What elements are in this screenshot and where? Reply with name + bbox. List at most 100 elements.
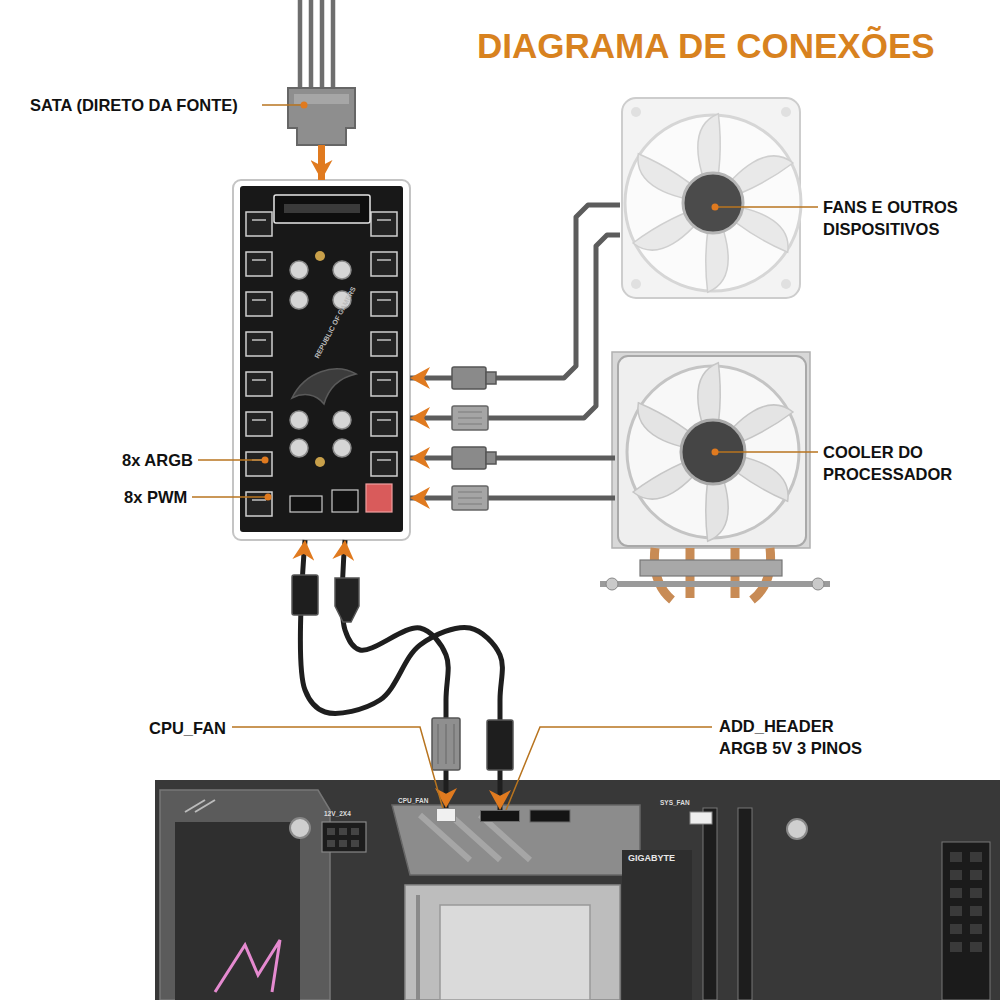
leader-line bbox=[198, 459, 263, 461]
io-cover bbox=[160, 790, 330, 1000]
argb-header: ADD_HEADER ARGB 5V 3 PINOS bbox=[480, 810, 520, 822]
fuse bbox=[315, 251, 325, 261]
leader-dot bbox=[712, 204, 719, 211]
capacitor bbox=[333, 261, 351, 279]
motherboard: GIGABYTE CPU_FAN ADD_HEADER ARGB 5V 3 PINO… bbox=[155, 780, 1000, 1000]
mount-bracket bbox=[600, 581, 830, 587]
callout-label: COOLER DO PROCESSADOR bbox=[823, 441, 975, 485]
callout-label: CPU_FAN bbox=[149, 717, 226, 739]
leader-dot bbox=[301, 102, 308, 109]
heatsink bbox=[612, 352, 810, 548]
capacitor bbox=[290, 261, 308, 279]
fan-screw bbox=[781, 279, 791, 289]
pwm-cable bbox=[410, 235, 620, 418]
motherboard-pcb bbox=[155, 780, 1000, 1000]
capacitor bbox=[333, 439, 351, 457]
fan-hub: 8x ARGB8x PWM bbox=[233, 180, 410, 540]
leader-line bbox=[192, 496, 266, 498]
cooler-base bbox=[640, 560, 782, 576]
leader-line bbox=[232, 727, 445, 816]
power-arrow bbox=[318, 145, 325, 180]
sata-connector: SATA (DIRETO DA FONTE) bbox=[288, 88, 355, 145]
plug-tail bbox=[486, 372, 496, 384]
leader-line bbox=[715, 206, 818, 208]
capacitor bbox=[290, 291, 308, 309]
logo-mark bbox=[185, 800, 215, 812]
mount-hole bbox=[787, 819, 807, 839]
leader-line bbox=[262, 104, 303, 106]
cpu-socket bbox=[405, 885, 620, 1000]
callout-label: 8x ARGB bbox=[122, 449, 193, 471]
pcb-print-area bbox=[622, 850, 692, 1000]
pwm-cable bbox=[410, 495, 615, 500]
input-header bbox=[332, 490, 358, 512]
argb-plug bbox=[452, 367, 486, 389]
leader-line bbox=[715, 451, 818, 453]
plug-ridge bbox=[458, 412, 482, 424]
cpu-cooler: COOLER DO PROCESSADOR bbox=[615, 355, 805, 600]
atx-connector bbox=[942, 842, 990, 1000]
connector-pins bbox=[950, 852, 982, 952]
callout-label: 8x PWM bbox=[124, 486, 187, 508]
argb-plug bbox=[452, 447, 486, 469]
callout-label: FANS E OUTROS DISPOSITIVOS bbox=[823, 196, 975, 240]
fan-blades bbox=[632, 110, 794, 296]
plug-ridge bbox=[438, 724, 454, 764]
pwm-plug bbox=[335, 578, 359, 622]
pwm-plug bbox=[452, 486, 488, 510]
header-pins bbox=[252, 220, 391, 500]
pwm-plug bbox=[452, 406, 488, 430]
cpu-fan-header: CPU_FAN bbox=[436, 808, 456, 822]
hub-frame bbox=[233, 180, 410, 540]
mount-screw bbox=[812, 578, 824, 590]
socket-lever bbox=[416, 895, 420, 1000]
capacitor bbox=[290, 439, 308, 457]
connector-name: 12V_2X4 bbox=[324, 810, 351, 819]
leader-dot bbox=[262, 457, 269, 464]
argb-cable bbox=[410, 455, 615, 460]
connector-name: CPU_FAN bbox=[398, 797, 428, 806]
ram-slot bbox=[738, 808, 752, 1000]
io-cover-panel bbox=[175, 822, 300, 1000]
fan-header bbox=[246, 212, 272, 516]
cooler-fan-frame bbox=[618, 356, 806, 546]
pin-header bbox=[530, 810, 570, 822]
hub-board bbox=[240, 186, 403, 532]
plug-ridge bbox=[458, 492, 482, 504]
socket-plate bbox=[440, 905, 590, 1000]
sata-wire bbox=[300, 0, 333, 90]
sata-plug bbox=[288, 88, 355, 145]
mount-screw bbox=[606, 578, 618, 590]
argb-splitter-cable bbox=[300, 540, 502, 810]
fan-hub bbox=[683, 173, 743, 233]
leader-dot bbox=[265, 494, 272, 501]
brand-text: GIGABYTE bbox=[628, 852, 675, 864]
ram-slot bbox=[703, 808, 717, 1000]
fan-screw bbox=[631, 107, 641, 117]
logo-mark bbox=[215, 940, 280, 992]
callout-label: ADD_HEADER ARGB 5V 3 PINOS bbox=[719, 715, 871, 759]
rog-logo bbox=[292, 369, 356, 404]
connector-name: SYS_FAN bbox=[660, 799, 690, 808]
sata-socket bbox=[274, 195, 370, 223]
fan-screw bbox=[781, 107, 791, 117]
fuse bbox=[315, 457, 325, 467]
mount-hole bbox=[290, 818, 310, 838]
fan-screw bbox=[631, 279, 641, 289]
plug-tail bbox=[486, 452, 496, 464]
connector-pins bbox=[327, 828, 359, 847]
capacitor bbox=[333, 411, 351, 429]
argb-plug bbox=[292, 575, 318, 615]
fan-header bbox=[371, 212, 397, 476]
callout-label: SATA (DIRETO DA FONTE) bbox=[30, 94, 238, 116]
sata-socket-slot bbox=[284, 204, 360, 213]
capacitor bbox=[290, 411, 308, 429]
diagram-title: DIAGRAMA DE CONEXÕES bbox=[477, 24, 935, 68]
argb-plug bbox=[487, 720, 513, 770]
leader-line bbox=[504, 727, 712, 815]
vrm-heatsink bbox=[392, 805, 640, 875]
input-header bbox=[290, 496, 322, 512]
leader-dot bbox=[712, 449, 719, 456]
red-header bbox=[366, 484, 392, 512]
